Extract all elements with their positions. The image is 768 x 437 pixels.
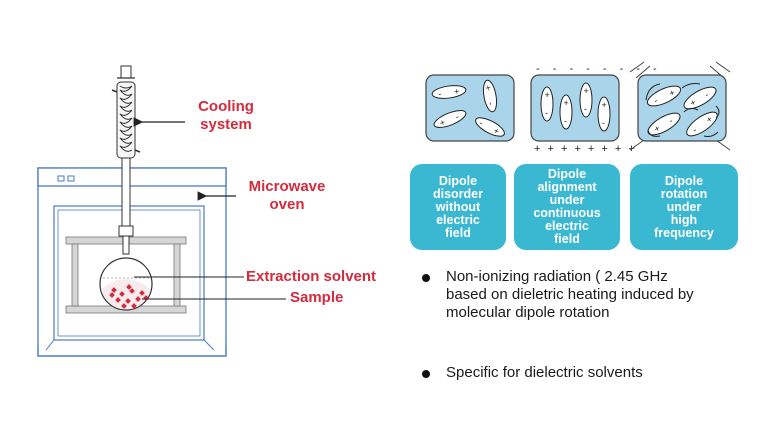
svg-text:+: + xyxy=(704,114,714,125)
sample-particle xyxy=(119,291,125,297)
dipole-ellipse: - + xyxy=(686,111,718,137)
dipole-ellipse: + - xyxy=(597,96,611,132)
caption-text-line: Dipole xyxy=(547,167,587,181)
sample-particle xyxy=(139,290,145,296)
caption-text-line: under xyxy=(549,193,585,207)
caption-text-line: without xyxy=(435,199,481,214)
cooling-label-line2: system xyxy=(200,116,252,133)
caption-text-line: Dipole xyxy=(438,173,478,188)
svg-text:+: + xyxy=(492,125,501,136)
bullet-text-line: molecular dipole rotation xyxy=(446,304,610,321)
cooling-system-label: Cooling system xyxy=(186,98,266,134)
svg-text:+ + + + + + + +: + + + + + + + + xyxy=(534,143,637,155)
svg-text:-: - xyxy=(564,116,567,126)
sample-particle xyxy=(115,297,121,303)
caption-dipole-alignment: Dipole alignment under continuous electr… xyxy=(514,164,620,250)
svg-text:+: + xyxy=(453,86,460,97)
dipole-ellipse: - + xyxy=(646,85,682,107)
sample-particle xyxy=(131,303,137,309)
svg-text:+: + xyxy=(483,84,494,91)
svg-text:+: + xyxy=(584,86,589,96)
caption-text-line: field xyxy=(554,232,580,246)
caption-text-line: alignment xyxy=(537,180,597,194)
caption-text-line: disorder xyxy=(432,186,483,201)
sample-particle xyxy=(121,303,127,309)
dipole-panel-alignment: - - - - - - - - + - + - + - + - xyxy=(530,63,662,155)
svg-text:+: + xyxy=(668,87,677,98)
dipole-ellipse: + - xyxy=(559,94,573,130)
dipole-ellipse: + - xyxy=(433,110,467,128)
svg-text:-: - xyxy=(454,111,461,121)
dipole-ellipse: - + xyxy=(431,85,467,99)
bullet-text-line: Specific for dielectric solvents xyxy=(446,364,643,381)
dipole-ellipse: + - xyxy=(683,86,717,110)
svg-text:+: + xyxy=(688,97,698,108)
bullet-text-line: Non-ionizing radiation ( 2.45 GHz xyxy=(446,268,668,285)
svg-text:-: - xyxy=(602,118,605,128)
svg-text:+: + xyxy=(438,117,447,128)
svg-text:-: - xyxy=(690,125,698,135)
microwave-label-line2: oven xyxy=(269,196,305,213)
caption-dipole-rotation: Dipole rotation under high frequency xyxy=(630,164,738,250)
sample-particle xyxy=(129,288,135,294)
svg-text:+: + xyxy=(602,100,607,110)
bullet-dielectric-solvents: Specific for dielectric solvents xyxy=(446,364,746,382)
svg-text:-: - xyxy=(545,108,548,118)
cooling-label-line1: Cooling xyxy=(198,98,254,115)
sample-particle xyxy=(109,292,115,298)
sample-particle xyxy=(125,298,131,304)
caption-text-line: Dipole xyxy=(664,173,704,188)
svg-text:-: - xyxy=(437,89,441,99)
sample-label: Sample xyxy=(290,289,344,306)
caption-text-line: frequency xyxy=(654,225,714,240)
caption-text-line: continuous xyxy=(533,206,601,220)
svg-text:+: + xyxy=(564,98,569,108)
svg-text:-: - xyxy=(667,116,675,126)
dipole-ellipse: + - xyxy=(579,82,593,118)
dipole-ellipse: + - xyxy=(483,79,498,113)
sample-particle xyxy=(135,296,141,302)
dipole-ellipse: + - xyxy=(540,86,554,122)
caption-text-line: field xyxy=(445,225,471,240)
bullet-non-ionizing: Non-ionizing radiation ( 2.45 GHz based … xyxy=(446,268,766,322)
dipole-ellipse: - + xyxy=(475,117,505,137)
svg-text:-: - xyxy=(584,104,587,114)
extraction-solvent-label: Extraction solvent xyxy=(246,268,377,285)
caption-dipole-disorder: Dipole disorder without electric field xyxy=(410,164,506,250)
svg-text:+: + xyxy=(545,90,550,100)
caption-text-line: electric xyxy=(436,212,480,227)
bullet-text-line: based on dieletric heating induced by xyxy=(446,286,694,303)
svg-text:-: - xyxy=(703,90,711,100)
round-bottom-flask xyxy=(99,257,153,311)
svg-text:-: - xyxy=(486,101,496,106)
svg-text:-: - xyxy=(652,95,659,105)
svg-text:-: - xyxy=(478,118,485,128)
dipole-ellipse: + - xyxy=(647,112,681,136)
caption-text-line: high xyxy=(670,212,698,227)
svg-text:+: + xyxy=(652,123,662,134)
svg-text:- - - - - - - -: - - - - - - - - xyxy=(536,63,662,75)
dipole-panel-disorder: - + + - + - - + xyxy=(425,74,515,142)
bullet-dot xyxy=(422,370,430,378)
sample-particle xyxy=(111,287,117,293)
bullet-dot xyxy=(422,274,430,282)
microwave-label-line1: Microwave xyxy=(248,178,326,195)
rotation-arrows xyxy=(645,83,720,137)
caption-text-line: electric xyxy=(545,219,589,233)
dipole-panel-rotation: - + + - + - - + xyxy=(629,61,731,151)
sample-particles xyxy=(109,284,149,309)
sample-particle xyxy=(126,284,132,290)
caption-text-line: rotation xyxy=(660,186,708,201)
microwave-oven-label: Microwave oven xyxy=(232,178,342,214)
caption-text-line: under xyxy=(666,199,702,214)
